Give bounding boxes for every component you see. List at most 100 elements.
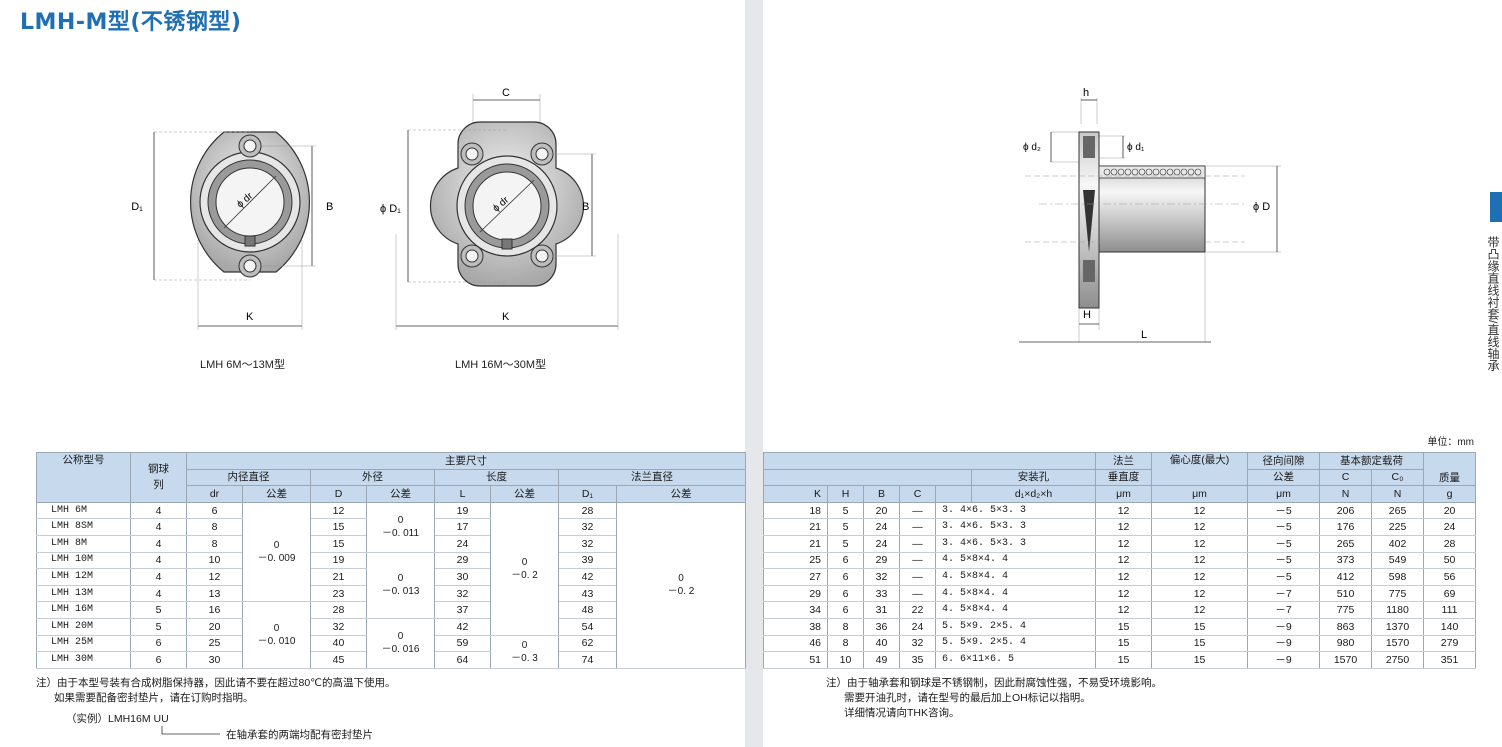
col-model: 公称型号 — [36, 452, 131, 503]
col-d1: D₁ — [558, 485, 617, 503]
col-ecc: 偏心度(最大) — [1151, 451, 1249, 487]
cell-mass: 50 — [1423, 552, 1477, 570]
spec-table-left: 公称型号 钢球列 主要尺寸 内径直径 外径 长度 法兰直径 dr 公差 D 公差… — [36, 452, 746, 669]
cell-c0-load: 402 — [1371, 535, 1425, 553]
cell-clear: －5 — [1247, 568, 1321, 586]
cell-b: 24 — [863, 535, 900, 553]
cell-b: 29 — [863, 552, 900, 570]
cell-mount: 5. 5×9. 2×5. 4 — [934, 635, 1097, 653]
cell-perp: 12 — [1095, 568, 1153, 586]
cell-c: — — [899, 502, 936, 520]
page-title: LMH-M型(不锈钢型) — [20, 10, 242, 35]
note-left-1: 注）由于本型号装有合成树脂保持器，因此请不要在超过80℃的高温下使用。 — [36, 677, 396, 689]
cell-c: — — [899, 568, 936, 586]
cell-h: 5 — [827, 535, 864, 553]
cell-ecc: 12 — [1151, 535, 1249, 553]
col-b: B — [863, 485, 900, 503]
cell-clear: －5 — [1247, 518, 1321, 536]
label-d2: ϕ d₂ — [1023, 142, 1041, 153]
cell-perp: 12 — [1095, 585, 1153, 603]
col-mount: 安装孔 — [970, 468, 1097, 487]
example-leader-line — [161, 726, 220, 735]
cell-clear: －5 — [1247, 552, 1321, 570]
col-l-tol: 公差 — [490, 485, 559, 503]
unit-label: 单位：mm — [1427, 437, 1474, 448]
tol-dr-b: 0－0. 010 — [242, 601, 311, 669]
cell-h: 6 — [827, 552, 864, 570]
cell-k: 46 — [763, 635, 828, 653]
caption-small: LMH 6M～13M型 — [200, 359, 285, 371]
col-length: 长度 — [434, 468, 559, 487]
cell-c-load: 373 — [1319, 552, 1373, 570]
cell-perp: 12 — [1095, 601, 1153, 619]
cell-c0-load: 775 — [1371, 585, 1425, 603]
label-k: K — [246, 311, 254, 323]
col-flange-dia: 法兰直径 — [558, 468, 746, 487]
cell-c-load: 510 — [1319, 585, 1373, 603]
label-b: B — [326, 201, 333, 213]
cell-b: 36 — [863, 618, 900, 636]
cell-mass: 56 — [1423, 568, 1477, 586]
col-inner-dia: 内径直径 — [186, 468, 311, 487]
note-example-desc: 在轴承套的两端均配有密封垫片 — [226, 729, 373, 741]
col-d: D — [310, 485, 367, 503]
note-right-2: 需要开油孔时，请在型号的最后加上OH标记以指明。 — [844, 692, 1091, 704]
col-main-dims: 主要尺寸 — [186, 452, 746, 470]
label-c: C — [502, 87, 510, 99]
cell-perp: 12 — [1095, 502, 1153, 520]
cell-k: 29 — [763, 585, 828, 603]
cell-ecc: 15 — [1151, 635, 1249, 653]
spec-table-right: 法兰 偏心度(最大) 径向间隙 基本额定载荷 质量 安装孔 垂直度 公差 C C… — [762, 451, 1477, 669]
cell-mass: 279 — [1423, 635, 1477, 653]
cell-c0-load: 1570 — [1371, 635, 1425, 653]
col-d1-tol: 公差 — [616, 485, 746, 503]
col-flange-perp: 法兰 — [1095, 452, 1153, 470]
cell-clear: －9 — [1247, 651, 1321, 669]
cell-h: 6 — [827, 568, 864, 586]
cell-perp: 12 — [1095, 518, 1153, 536]
cell-perp: 15 — [1095, 635, 1153, 653]
cell-c0-load: 265 — [1371, 502, 1425, 520]
cell-mass: 69 — [1423, 585, 1477, 603]
cell-perp: 15 — [1095, 651, 1153, 669]
cell-clear: －5 — [1247, 502, 1321, 520]
col-dr: dr — [186, 485, 243, 503]
cell-c0-load: 2750 — [1371, 651, 1425, 669]
label-d1: ϕ D₁ — [380, 203, 401, 215]
cell-perp: 15 — [1095, 618, 1153, 636]
cell-h: 8 — [827, 618, 864, 636]
cell-mass: 24 — [1423, 518, 1477, 536]
cell-mount: 3. 4×6. 5×3. 3 — [934, 518, 1097, 536]
cell-mount: 6. 6×11×6. 5 — [934, 651, 1097, 669]
cell-b: 40 — [863, 635, 900, 653]
cell-b: 49 — [863, 651, 900, 669]
cell-ecc: 15 — [1151, 651, 1249, 669]
cell-mass: 111 — [1423, 601, 1477, 619]
cell-ecc: 12 — [1151, 518, 1249, 536]
cell-c: — — [899, 518, 936, 536]
col-mount-sub: d₁×d₂×h — [970, 485, 1097, 503]
cell-clear: －5 — [1247, 535, 1321, 553]
col-load-c: C — [1319, 468, 1373, 487]
cell-b: 33 — [863, 585, 900, 603]
cell-clear: －7 — [1247, 585, 1321, 603]
cell-b: 24 — [863, 518, 900, 536]
cell-c: 24 — [899, 618, 936, 636]
cell-mount: 4. 5×8×4. 4 — [934, 601, 1097, 619]
label-d1: ϕ D₁ — [130, 201, 143, 213]
cell-mount: 3. 4×6. 5×3. 3 — [934, 535, 1097, 553]
cell-mass: 28 — [1423, 535, 1477, 553]
cell-k: 18 — [763, 502, 828, 520]
col-balls: 钢球列 — [130, 452, 187, 503]
cell-k: 27 — [763, 568, 828, 586]
tol-dr-a: 0－0. 009 — [242, 502, 311, 603]
label-d1: ϕ d₁ — [1127, 142, 1145, 153]
